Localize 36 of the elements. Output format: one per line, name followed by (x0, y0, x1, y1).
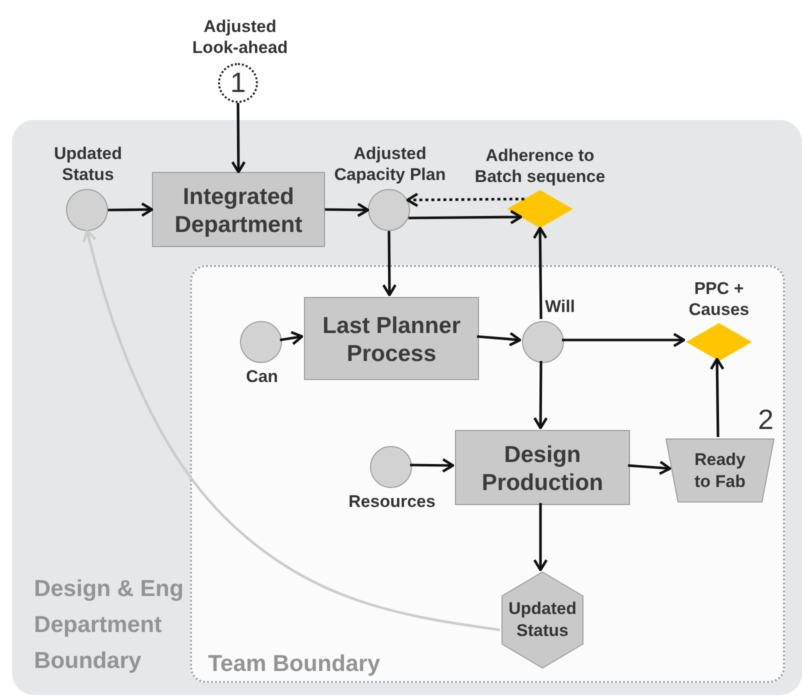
node-label: Adjusted Look-ahead (191, 16, 289, 58)
node-label: Adherence to Batch sequence (474, 145, 606, 187)
arrow (628, 460, 672, 476)
arrow (280, 330, 304, 346)
department-boundary (12, 120, 802, 695)
arrow (533, 503, 548, 572)
arrow (406, 192, 524, 208)
hexagon-box (502, 572, 583, 668)
arrow (410, 458, 454, 473)
arrow (82, 230, 500, 632)
node-label: Updated Status (53, 143, 123, 185)
node-label: Adjusted Capacity Plan (333, 143, 447, 185)
node-label: Resources (348, 491, 436, 512)
arrow (710, 358, 724, 438)
node-label: Can (244, 366, 280, 387)
arrow (382, 231, 397, 296)
node-label: Will (544, 296, 576, 317)
process-box: Last Planner Process (304, 297, 479, 380)
callout-number: 1 (229, 66, 247, 100)
process-box: Integrated Department (152, 172, 325, 247)
boundary-label: Design & Eng Department Boundary (34, 574, 185, 675)
arrow (231, 103, 246, 174)
arrow (324, 202, 370, 218)
boundary-label: Team Boundary (208, 649, 380, 678)
arrow (108, 202, 154, 217)
arrow (476, 332, 522, 346)
process-box: Design Production (455, 430, 630, 505)
node-label: Updated Status (508, 598, 578, 642)
arrow (562, 332, 686, 348)
callout-number: 2 (758, 405, 774, 435)
node-label: PPC + Causes (688, 278, 750, 320)
team-boundary (190, 265, 785, 683)
arrow (532, 226, 548, 320)
node-label: Ready to Fab (693, 448, 747, 492)
arrow (408, 210, 522, 224)
arrow (533, 361, 548, 430)
